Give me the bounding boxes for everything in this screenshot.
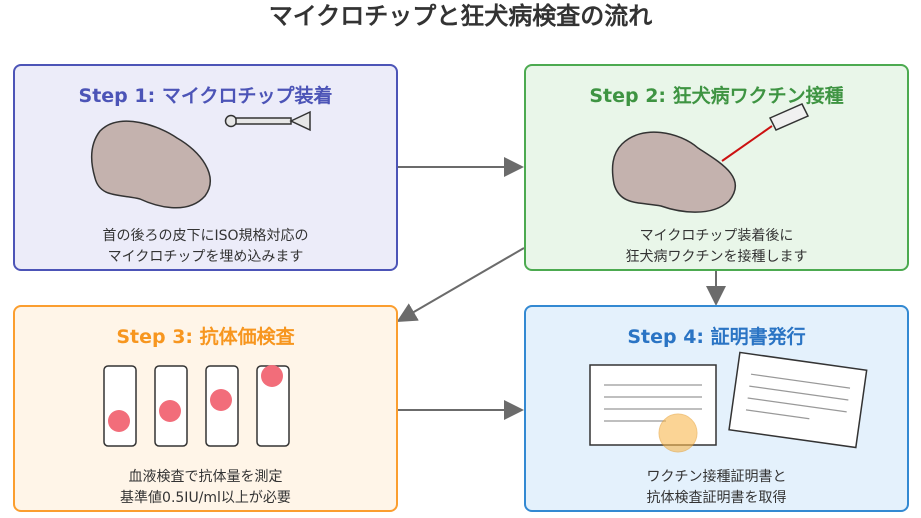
- step-1-description: 首の後ろの皮下にISO規格対応の マイクロチップを埋め込みます: [102, 228, 309, 265]
- step-2-description: マイクロチップ装着後に 狂犬病ワクチンを接種します: [625, 228, 808, 265]
- step-4-title: Step 4: 証明書発行: [627, 326, 806, 348]
- step-1-title: Step 1: マイクロチップ装着: [78, 85, 333, 107]
- syringe-needle: [721, 125, 773, 162]
- step-2-title: Step 2: 狂犬病ワクチン接種: [589, 85, 844, 107]
- test-tube-4: [256, 365, 290, 447]
- step-4-card: Step 4: 証明書発行 ワクチン接種証明書と 抗体検査証明書を取得: [524, 305, 909, 512]
- arrow-step2-to-step3: [396, 247, 525, 323]
- step-4-illustration: [589, 351, 868, 453]
- step-3-description: 血液検査で抗体量を測定 基準値0.5IU/ml以上が必要: [120, 469, 291, 506]
- step-1-card: Step 1: マイクロチップ装着 首の後ろの皮下にISO規格対応の マイクロチ…: [13, 64, 398, 271]
- step-2-card: Step 2: 狂犬病ワクチン接種 マイクロチップ装着後に 狂犬病ワクチンを接種…: [524, 64, 909, 271]
- seal-icon: [658, 413, 698, 453]
- step-4-description: ワクチン接種証明書と 抗体検査証明書を取得: [646, 469, 787, 506]
- animal-skin-shape: [90, 120, 211, 209]
- diagram-title: マイクロチップと狂犬病検査の流れ: [268, 2, 653, 30]
- certificate-document-icon: [728, 351, 868, 449]
- test-tube-1: [103, 365, 137, 447]
- step-2-illustration: [611, 103, 810, 213]
- step-3-illustration: [103, 365, 290, 447]
- test-tube-2: [154, 365, 188, 447]
- microchip-injector-icon: [224, 110, 311, 132]
- test-tube-3: [205, 365, 239, 447]
- certificate-document-icon: [589, 364, 717, 453]
- step-3-title: Step 3: 抗体価検査: [116, 326, 295, 348]
- animal-skin-shape: [611, 131, 737, 213]
- step-3-card: Step 3: 抗体価検査 血液検査で抗体量を測定 基準値0.5IU/ml以上が…: [13, 305, 398, 512]
- step-1-illustration: [90, 110, 311, 209]
- syringe-icon: [768, 103, 810, 131]
